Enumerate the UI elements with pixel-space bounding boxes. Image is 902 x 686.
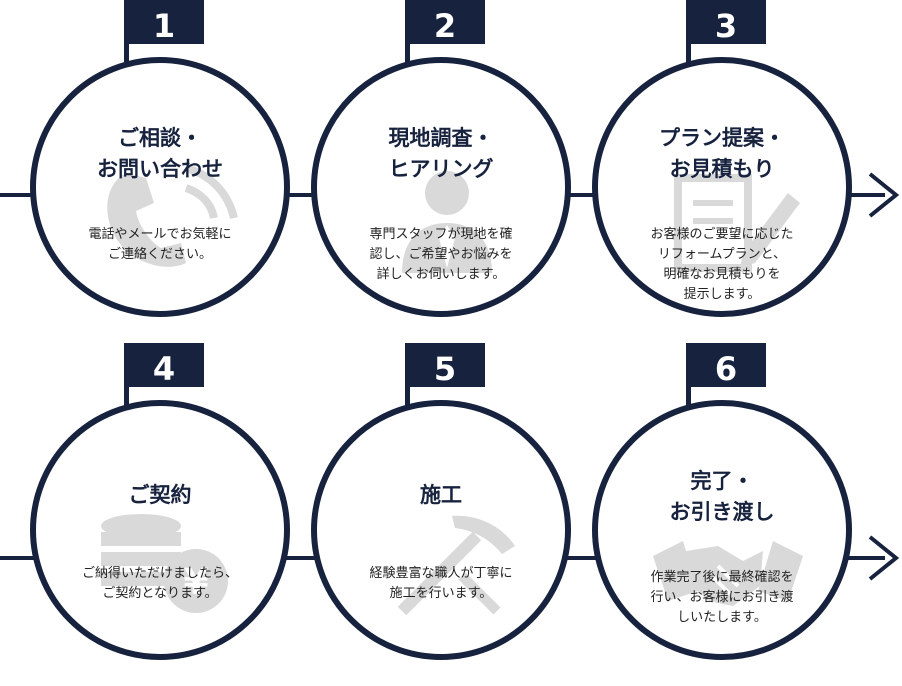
step-description: 経験豊富な職人が丁寧に 施工を行います。 bbox=[369, 566, 513, 601]
step-number: 5 bbox=[433, 350, 457, 388]
step-circle: 完了・ お引き渡し 作業完了後に最終確認を 行い、お客様にお引き渡 しいたします… bbox=[592, 400, 852, 660]
step-number: 4 bbox=[152, 350, 176, 388]
step-title: ご相談・ お問い合わせ bbox=[97, 126, 223, 181]
step-6: 完了・ お引き渡し 作業完了後に最終確認を 行い、お客様にお引き渡 しいたします… bbox=[582, 343, 862, 686]
step-circle: 現地調査・ ヒアリング 専門スタッフが現地を確 認し、ご希望やお悩みを 詳しくお… bbox=[311, 57, 571, 317]
step-circle: ご相談・ お問い合わせ 電話やメールでお気軽に ご連絡ください。 bbox=[30, 57, 290, 317]
step-number: 2 bbox=[433, 7, 457, 45]
step-description: 専門スタッフが現地を確 認し、ご希望やお悩みを 詳しくお伺いします。 bbox=[369, 227, 513, 282]
staff-icon bbox=[402, 171, 492, 273]
handshake-icon bbox=[653, 541, 803, 606]
svg-text:¥: ¥ bbox=[183, 562, 208, 603]
step-description: 作業完了後に最終確認を 行い、お客様にお引き渡 しいたします。 bbox=[650, 570, 794, 625]
step-title: 現地調査・ ヒアリング bbox=[388, 126, 494, 181]
arrow-right-icon bbox=[868, 172, 900, 218]
step-flag bbox=[686, 343, 766, 407]
step-circle: プラン提案・ お見積もり お客様のご要望に応じた リフォームプランと、 明確なお… bbox=[592, 57, 852, 317]
step-description: ご納得いただけましたら、 ご契約となります。 bbox=[81, 566, 238, 601]
arrow-right-icon bbox=[868, 535, 900, 581]
flow-row-2: ¥ ご契約 ご納得いただけましたら、 ご契約となります。 4 施工 経験豊富な職… bbox=[0, 343, 902, 686]
step-2: 現地調査・ ヒアリング 専門スタッフが現地を確 認し、ご希望やお悩みを 詳しくお… bbox=[301, 0, 581, 343]
step-title: ご契約 bbox=[128, 483, 192, 507]
step-description: 電話やメールでお気軽に ご連絡ください。 bbox=[88, 227, 232, 262]
phone-icon bbox=[107, 164, 238, 267]
step-4: ¥ ご契約 ご納得いただけましたら、 ご契約となります。 4 bbox=[20, 343, 300, 686]
step-title: 完了・ お引き渡し bbox=[669, 469, 775, 524]
step-number: 3 bbox=[714, 7, 738, 45]
flow-row-1: ご相談・ お問い合わせ 電話やメールでお気軽に ご連絡ください。 1 現地調査・… bbox=[0, 0, 900, 343]
step-5: 施工 経験豊富な職人が丁寧に 施工を行います。 5 bbox=[301, 343, 581, 686]
estimate-pencil-icon bbox=[674, 174, 800, 272]
step-flag bbox=[405, 343, 485, 407]
step-flag bbox=[405, 0, 485, 64]
step-flag bbox=[686, 0, 766, 64]
step-flag bbox=[124, 343, 204, 407]
step-circle: ¥ ご契約 ご納得いただけましたら、 ご契約となります。 bbox=[30, 400, 290, 660]
step-circle: 施工 経験豊富な職人が丁寧に 施工を行います。 bbox=[311, 400, 571, 660]
step-title: プラン提案・ お見積もり bbox=[659, 126, 785, 181]
step-flag bbox=[124, 0, 204, 64]
step-1: ご相談・ お問い合わせ 電話やメールでお気軽に ご連絡ください。 1 bbox=[20, 0, 300, 343]
step-number: 1 bbox=[152, 7, 176, 45]
step-description: お客様のご要望に応じた リフォームプランと、 明確なお見積もりを 提示します。 bbox=[650, 227, 794, 302]
step-title: 施工 bbox=[420, 483, 462, 507]
tools-icon bbox=[397, 515, 515, 616]
step-number: 6 bbox=[714, 350, 738, 388]
step-3: プラン提案・ お見積もり お客様のご要望に応じた リフォームプランと、 明確なお… bbox=[582, 0, 862, 343]
yen-coins-icon: ¥ bbox=[101, 514, 228, 613]
